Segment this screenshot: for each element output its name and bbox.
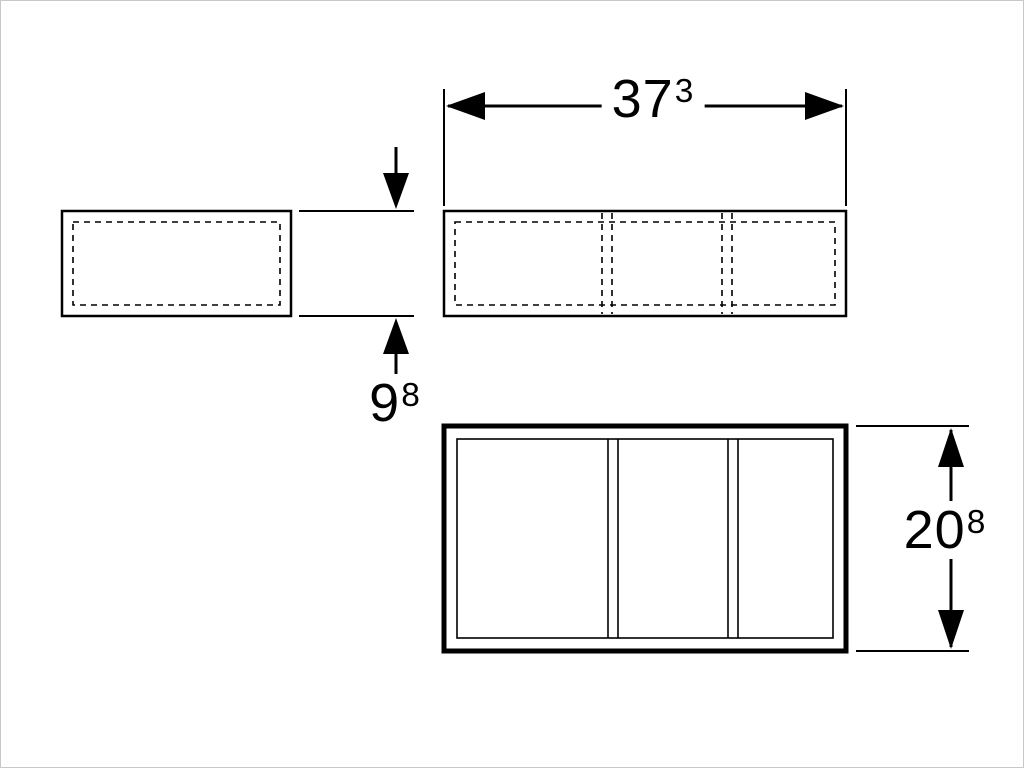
side-view-hidden-edges — [72, 221, 281, 306]
depth-arrowhead-up — [938, 428, 964, 467]
width-exponent: 3 — [674, 72, 695, 110]
width-dimension-label: 373 — [601, 69, 705, 129]
height-arrowhead-down — [383, 173, 409, 209]
front-view-outline — [442, 209, 848, 318]
height-dimension — [299, 147, 414, 377]
side-view-outline — [60, 209, 293, 318]
width-value: 37 — [611, 69, 674, 129]
front-view — [442, 209, 848, 318]
top-view-outline — [441, 423, 849, 654]
side-view — [60, 209, 293, 318]
height-arrowhead-up — [383, 318, 409, 354]
depth-dimension-label: 208 — [893, 500, 997, 560]
top-view — [441, 423, 849, 654]
width-arrowhead-right — [805, 92, 844, 120]
height-dimension-label: 98 — [359, 374, 431, 432]
height-exponent: 8 — [401, 376, 421, 414]
top-view-inner-outline — [456, 438, 834, 639]
depth-exponent: 8 — [966, 503, 987, 541]
depth-arrowhead-down — [938, 610, 964, 649]
front-view-hidden-edges — [454, 221, 836, 306]
depth-value: 20 — [903, 500, 966, 560]
width-arrowhead-left — [446, 92, 485, 120]
height-value: 9 — [369, 373, 401, 433]
